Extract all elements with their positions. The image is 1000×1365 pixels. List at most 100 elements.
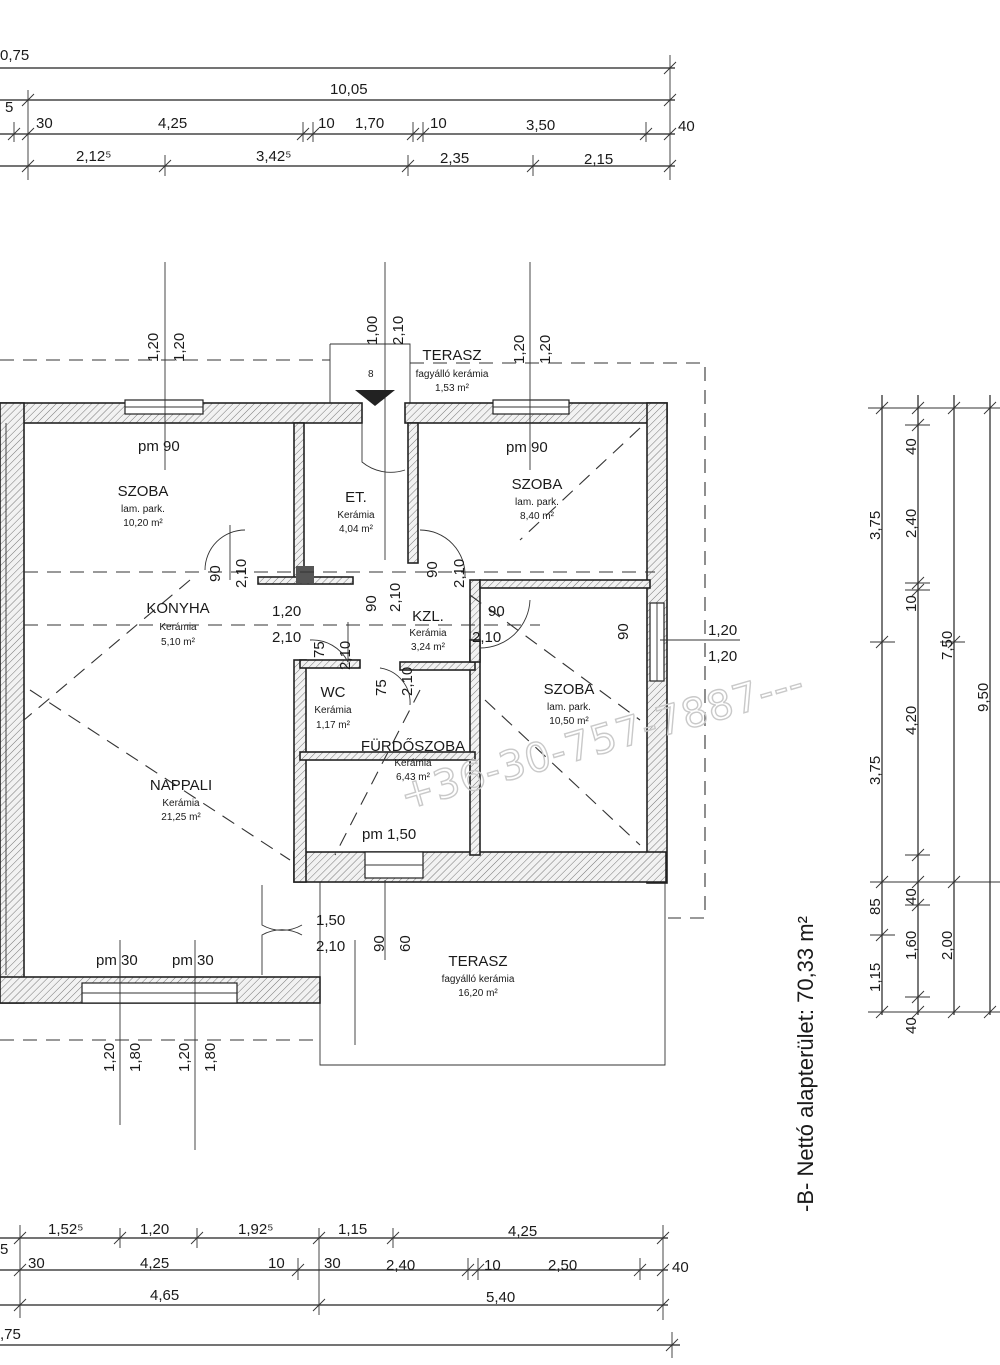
konyha-w: 1,20 (272, 603, 301, 620)
bottom-dimension-lines: 1,52⁵ 1,20 1,92⁵ 1,15 4,25 5 30 4,25 10 … (0, 1221, 689, 1358)
room-nappali-name: NAPPALI (150, 777, 212, 794)
door-et-h: 2,10 (387, 583, 404, 612)
dim-top-r1-0: 0,75 (0, 47, 29, 64)
room-wc-name: WC (321, 684, 346, 701)
door-et-w: 90 (363, 595, 380, 612)
open-top-right-0: 1,20 (511, 335, 528, 364)
dim-right-c2-5: 1,60 (903, 931, 920, 960)
net-area-label: -B- Nettó alapterület: 70,33 m² (793, 916, 818, 1212)
room-et-name: ET. (345, 489, 367, 506)
pm-30-b: pm 30 (172, 952, 214, 969)
room-kzl-finish: Kerámia (409, 628, 447, 639)
room-nappali-finish: Kerámia (162, 798, 200, 809)
door-szoba1-h: 2,10 (233, 559, 250, 588)
dim-top-r3-5: 10 (430, 115, 447, 132)
room-furdo-finish: Kerámia (394, 758, 432, 769)
door-szoba2-h: 2,10 (451, 559, 468, 588)
dim-top-r2-0: 10,05 (330, 81, 368, 98)
terrace-top-name: TERASZ (422, 347, 481, 364)
open-top-left-0: 1,20 (145, 333, 162, 362)
entrance-arrow-icon (355, 390, 395, 406)
dim-bot-r1-3: 1,15 (338, 1221, 367, 1238)
dim-right-c1-3: 1,15 (867, 963, 884, 992)
dim-top-r3-7: 40 (678, 118, 695, 135)
konyha-h: 2,10 (272, 629, 301, 646)
open-bottom-a-0: 1,20 (101, 1043, 118, 1072)
door-szoba1-w: 90 (207, 565, 224, 582)
dim-right-c1-0: 3,75 (867, 511, 884, 540)
dim-right-c2-3: 4,20 (903, 706, 920, 735)
dim-right-c4-0: 9,50 (975, 683, 992, 712)
dim-right-c3-0: 7,50 (939, 631, 956, 660)
room-furdo-name: FÜRDŐSZOBA (361, 737, 465, 755)
dim-top-r3-1: 30 (36, 115, 53, 132)
dim-bot-r2-3: 10 (268, 1255, 285, 1272)
door-wc-w: 75 (311, 641, 328, 658)
open-right-1: 1,20 (708, 648, 737, 665)
open-right-0: 1,20 (708, 622, 737, 639)
door-szoba3-w: 90 (488, 603, 505, 620)
door-wc-h: 2,10 (337, 641, 354, 670)
door-furdo-h: 2,10 (399, 667, 416, 696)
dim-bot-r4-0: ,75 (0, 1326, 21, 1343)
room-szoba-1-finish: lam. park. (121, 504, 165, 515)
room-labels: SZOBA lam. park. 10,20 m² ET. Kerámia 4,… (118, 347, 595, 999)
room-szoba-2-area: 8,40 m² (520, 511, 555, 522)
pm-90-right: pm 90 (506, 439, 548, 456)
dim-right-c2-2: 10 (903, 595, 920, 612)
pm-90-left: pm 90 (138, 438, 180, 455)
open-bottom-b-1: 1,80 (202, 1043, 219, 1072)
dim-top-r4-3: 2,15 (584, 151, 613, 168)
right-dimension-lines: 3,75 3,75 85 1,15 40 2,40 10 4,20 40 1,6… (867, 395, 1000, 1034)
dim-bot-r2-1: 30 (28, 1255, 45, 1272)
room-kzl-area: 3,24 m² (411, 642, 446, 653)
open-bottom-b-0: 1,20 (176, 1043, 193, 1072)
room-szoba-1-area: 10,20 m² (123, 518, 163, 529)
dim-right-c2-0: 40 (903, 438, 920, 455)
door-szoba3-side-w: 90 (615, 623, 632, 640)
room-wc-finish: Kerámia (314, 705, 352, 716)
dim-bot-r1-1: 1,20 (140, 1221, 169, 1238)
dim-right-c1-2: 85 (867, 898, 884, 915)
door-furdo-w: 75 (373, 679, 390, 696)
open-bottom-a-1: 1,80 (127, 1043, 144, 1072)
dim-bot-r2-6: 10 (484, 1257, 501, 1274)
room-wc-area: 1,17 m² (316, 720, 351, 731)
floor-dash-lines (24, 571, 655, 626)
dim-bot-r3-1: 5,40 (486, 1289, 515, 1306)
dim-top-r4-1: 3,42⁵ (256, 148, 291, 165)
pm-30-a: pm 30 (96, 952, 138, 969)
dim-bot-r1-2: 1,92⁵ (238, 1221, 273, 1238)
room-nappali-area: 21,25 m² (161, 812, 201, 823)
dim-bot-r1-0: 1,52⁵ (48, 1221, 83, 1238)
dim-right-c2-1: 2,40 (903, 509, 920, 538)
dim-top-r3-2: 4,25 (158, 115, 187, 132)
room-konyha-finish: Kerámia (159, 622, 197, 633)
dim-top-r3-4: 1,70 (355, 115, 384, 132)
terasz-small-8: 8 (368, 369, 374, 380)
dim-right-c2-6: 40 (903, 1017, 920, 1034)
dim-bot-r2-8: 40 (672, 1259, 689, 1276)
door-swings (204, 423, 531, 975)
pm-150: pm 1,50 (362, 826, 416, 843)
dim-top-r4-0: 2,12⁵ (76, 148, 111, 165)
dim-bot-r2-2: 4,25 (140, 1255, 169, 1272)
open-top-left-1: 1,20 (171, 333, 188, 362)
dim-bot-r2-5: 2,40 (386, 1257, 415, 1274)
door-terasz-h: 2,10 (316, 938, 345, 955)
dim-bot-r2-7: 2,50 (548, 1257, 577, 1274)
open-top-mid-1: 2,10 (390, 316, 407, 345)
room-furdo-area: 6,43 m² (396, 772, 431, 783)
dim-bot-r1-4: 4,25 (508, 1223, 537, 1240)
terrace-top-finish: fagyálló kerámia (416, 369, 489, 380)
room-szoba-3-name: SZOBA (544, 681, 595, 698)
terasz-door-60: 60 (397, 935, 414, 952)
dim-right-c1-1: 3,75 (867, 756, 884, 785)
room-szoba-2-finish: lam. park. (515, 497, 559, 508)
room-kzl-name: KZL. (412, 608, 444, 625)
top-dimension-lines: 0,75 10,05 5 30 4,25 10 1,70 10 3,50 40 … (0, 47, 695, 180)
room-et-finish: Kerámia (337, 510, 375, 521)
walls (0, 399, 668, 1004)
room-szoba-2-name: SZOBA (512, 476, 563, 493)
